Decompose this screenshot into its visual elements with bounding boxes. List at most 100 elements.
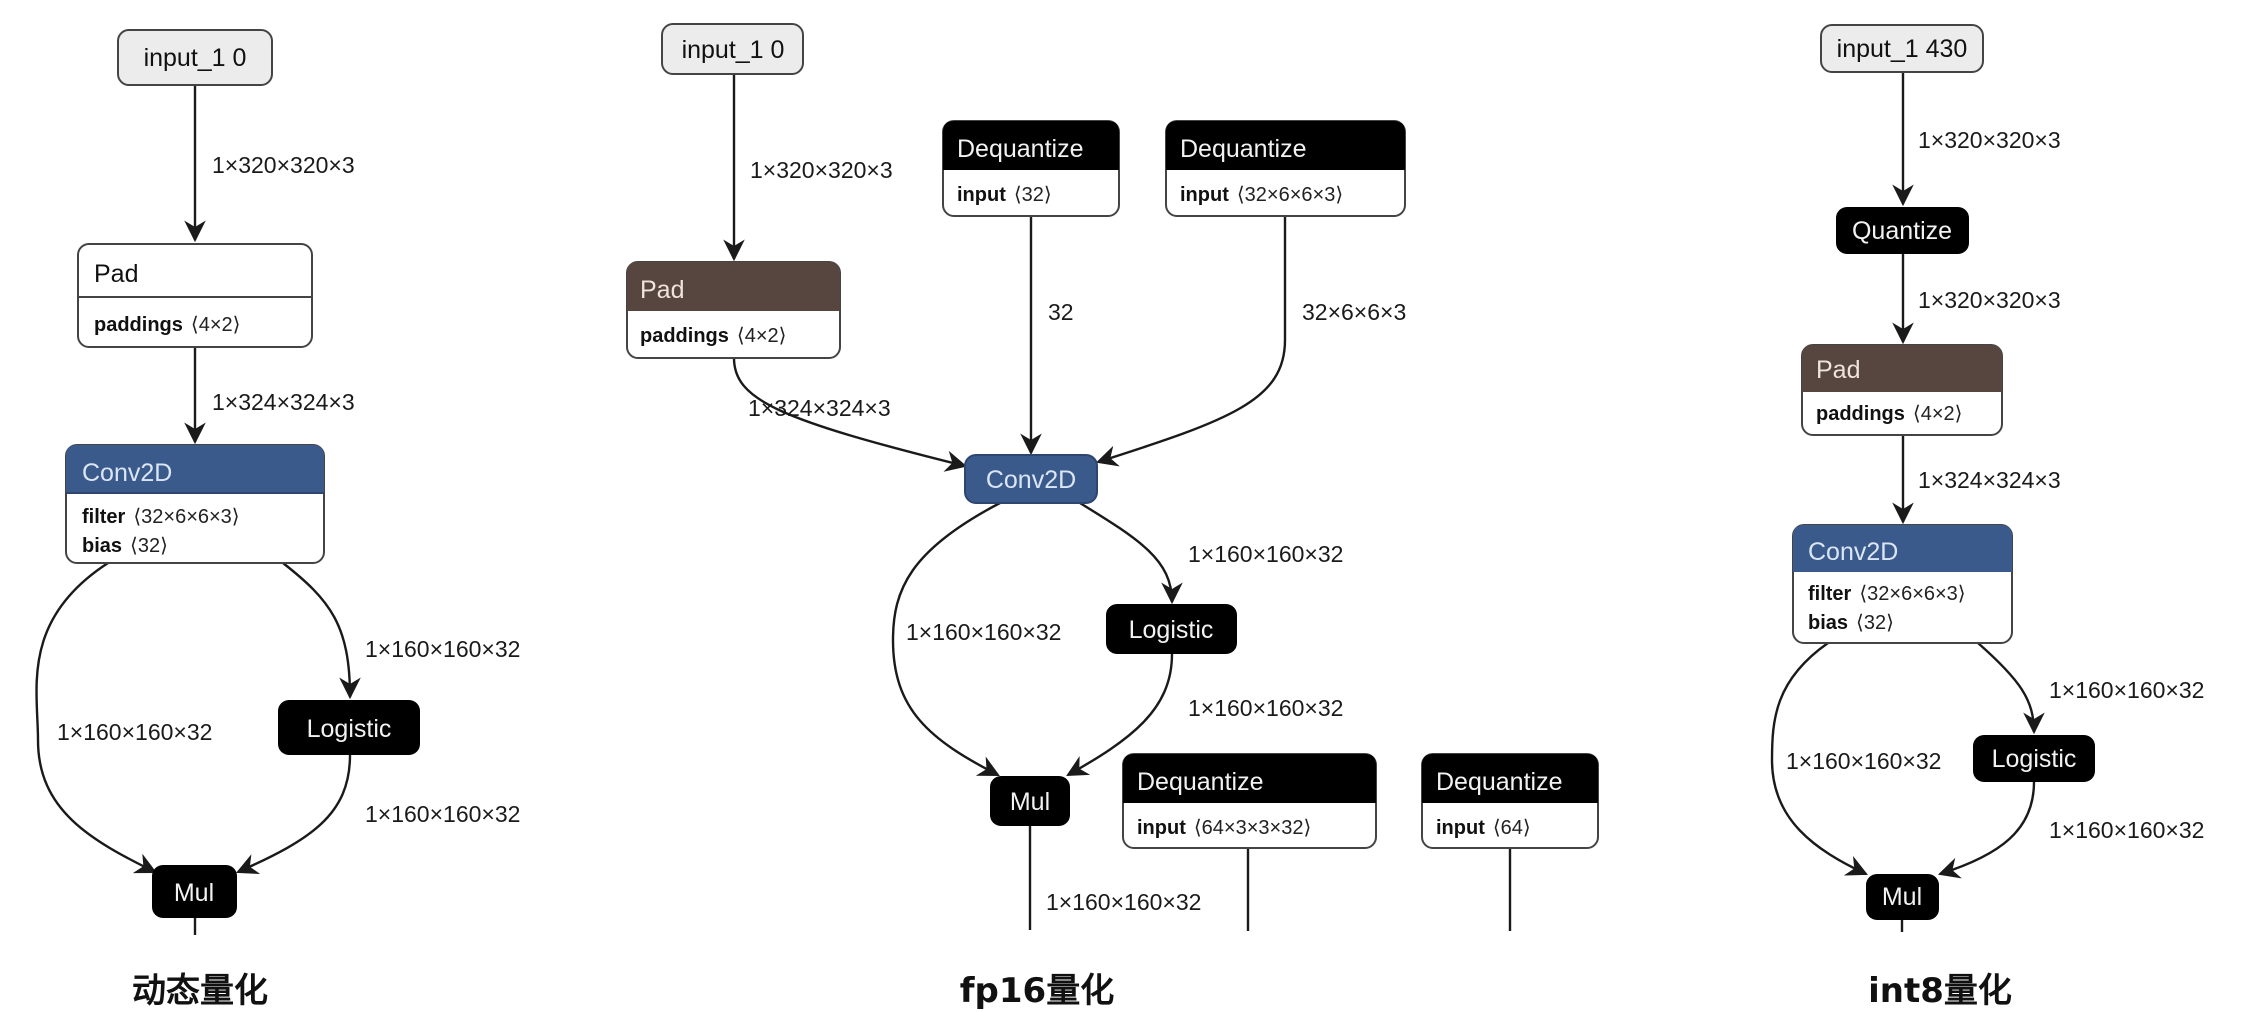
edge-label: 1×160×160×32 bbox=[57, 719, 212, 745]
node-dequantize-title: Dequantize bbox=[1436, 768, 1562, 796]
edge-label: 1×324×324×3 bbox=[1918, 467, 2061, 493]
svg-text:filter⟨32×6×6×3⟩: filter ⟨32×6×6×3⟩ bbox=[82, 506, 240, 528]
attr-key: filter bbox=[82, 506, 126, 528]
edge-conv-logistic bbox=[1977, 642, 2045, 735]
node-mul-label: Mul bbox=[1010, 788, 1050, 816]
edge-conv-mul bbox=[1770, 642, 1868, 876]
node-conv2d-title: Conv2D bbox=[82, 459, 172, 487]
node-input[interactable]: input_1 430 bbox=[1820, 24, 1984, 73]
attr-key: filter bbox=[1808, 583, 1852, 605]
node-dequantize[interactable]: Dequantize input ⟨64×3×3×32⟩ bbox=[1122, 753, 1377, 849]
edge-label: 1×160×160×32 bbox=[906, 619, 1061, 645]
edge-label: 1×160×160×32 bbox=[1046, 889, 1201, 915]
edge-label: 1×320×320×3 bbox=[1918, 127, 2061, 153]
svg-text:input⟨32⟩: input ⟨32⟩ bbox=[957, 184, 1052, 206]
node-pad-title: Pad bbox=[640, 276, 684, 304]
svg-text:filter⟨32×6×6×3⟩: filter ⟨32×6×6×3⟩ bbox=[1808, 583, 1966, 605]
node-logistic[interactable]: Logistic bbox=[1106, 604, 1237, 654]
node-pad-title: Pad bbox=[94, 260, 138, 288]
node-pad-title: Pad bbox=[1816, 356, 1860, 384]
panel-dynamic-quant: 1×320×320×3 1×324×324×3 1×160×160×32 1×1… bbox=[35, 29, 520, 1011]
node-logistic[interactable]: Logistic bbox=[278, 700, 420, 755]
edge-label: 1×160×160×32 bbox=[1188, 541, 1343, 567]
edge-logistic-mul bbox=[236, 754, 352, 874]
node-mul[interactable]: Mul bbox=[152, 865, 237, 918]
attr-val: ⟨32×6×6×3⟩ bbox=[1237, 184, 1343, 206]
node-input-label: input_1 430 bbox=[1837, 35, 1968, 63]
node-mul[interactable]: Mul bbox=[1866, 874, 1939, 920]
attr-key: paddings bbox=[640, 325, 729, 347]
edge-label: 1×160×160×32 bbox=[2049, 677, 2204, 703]
panel-caption: fp16量化 bbox=[960, 971, 1114, 1011]
node-quantize[interactable]: Quantize bbox=[1836, 207, 1969, 254]
edge-label: 32 bbox=[1048, 299, 1074, 325]
attr-val: ⟨32×6×6×3⟩ bbox=[1859, 583, 1965, 605]
edge-label: 1×324×324×3 bbox=[748, 395, 891, 421]
node-conv2d[interactable]: Conv2D filter ⟨32×6×6×3⟩ bias ⟨32⟩ bbox=[65, 444, 325, 564]
node-input[interactable]: input_1 0 bbox=[661, 23, 804, 75]
edge-conv-mul bbox=[891, 501, 1001, 777]
attr-val: ⟨4×2⟩ bbox=[737, 325, 787, 347]
node-mul[interactable]: Mul bbox=[990, 776, 1070, 826]
edge-conv-logistic bbox=[282, 562, 361, 700]
node-dequantize[interactable]: Dequantize input ⟨32×6×6×3⟩ bbox=[1165, 120, 1406, 217]
edge-label: 1×320×320×3 bbox=[212, 152, 355, 178]
edge-label: 1×160×160×32 bbox=[1188, 695, 1343, 721]
edge-deq2-conv bbox=[1095, 216, 1287, 467]
svg-text:paddings⟨4×2⟩: paddings ⟨4×2⟩ bbox=[640, 325, 786, 347]
edge-label: 1×160×160×32 bbox=[1786, 748, 1941, 774]
node-dequantize[interactable]: Dequantize input⟨64⟩ bbox=[1421, 753, 1599, 849]
panel-int8-quant: 1×320×320×3 1×320×320×3 1×324×324×3 1×16… bbox=[1770, 24, 2204, 1011]
svg-text:input⟨32×6×6×3⟩: input ⟨32×6×6×3⟩ bbox=[1180, 184, 1343, 206]
node-input-label: input_1 0 bbox=[144, 44, 247, 72]
edge-logistic-mul bbox=[1066, 653, 1174, 777]
panel-caption: int8量化 bbox=[1868, 971, 2012, 1011]
node-dequantize[interactable]: Dequantize input ⟨32⟩ bbox=[942, 120, 1120, 217]
attr-key: input bbox=[957, 184, 1006, 206]
attr-val: ⟨32⟩ bbox=[130, 535, 168, 557]
svg-text:paddings⟨4×2⟩: paddings⟨4×2⟩ bbox=[1816, 403, 1962, 425]
node-logistic[interactable]: Logistic bbox=[1973, 735, 2095, 782]
svg-text:bias⟨32⟩: bias⟨32⟩ bbox=[1808, 612, 1894, 634]
svg-text:paddings⟨4×2⟩: paddings⟨4×2⟩ bbox=[94, 314, 240, 336]
node-mul-label: Mul bbox=[1882, 883, 1922, 911]
panel-caption: 动态量化 bbox=[132, 971, 268, 1011]
edge-label: 32×6×6×3 bbox=[1302, 299, 1406, 325]
node-logistic-label: Logistic bbox=[307, 715, 392, 743]
attr-val: ⟨4×2⟩ bbox=[1913, 403, 1963, 425]
attr-key: input bbox=[1180, 184, 1229, 206]
node-conv2d[interactable]: Conv2D filter⟨32×6×6×3⟩ bias⟨32⟩ bbox=[1792, 524, 2013, 644]
node-pad[interactable]: Pad paddings ⟨4×2⟩ bbox=[626, 261, 841, 359]
edge-label: 1×160×160×32 bbox=[2049, 817, 2204, 843]
panel-fp16-quant: 1×320×320×3 1×324×324×3 32 32×6×6×3 1×16… bbox=[626, 23, 1599, 1011]
node-logistic-label: Logistic bbox=[1992, 745, 2077, 773]
node-dequantize-title: Dequantize bbox=[1137, 768, 1263, 796]
edge-label: 1×160×160×32 bbox=[365, 636, 520, 662]
node-conv2d[interactable]: Conv2D bbox=[964, 454, 1098, 504]
svg-text:input⟨64⟩: input⟨64⟩ bbox=[1436, 817, 1531, 839]
attr-val: ⟨32⟩ bbox=[1014, 184, 1052, 206]
attr-val: ⟨64×3×3×32⟩ bbox=[1194, 817, 1311, 839]
edge-label: 1×324×324×3 bbox=[212, 389, 355, 415]
node-input[interactable]: input_1 0 bbox=[117, 29, 273, 86]
node-input-label: input_1 0 bbox=[682, 36, 785, 64]
attr-key: bias bbox=[82, 535, 122, 557]
attr-key: paddings bbox=[94, 314, 183, 336]
attr-val: ⟨32×6×6×3⟩ bbox=[133, 506, 239, 528]
edge-label: 1×320×320×3 bbox=[1918, 287, 2061, 313]
node-dequantize-title: Dequantize bbox=[1180, 135, 1306, 163]
node-dequantize-title: Dequantize bbox=[957, 135, 1083, 163]
edge-logistic-mul bbox=[1937, 781, 2036, 879]
attr-val: ⟨32⟩ bbox=[1856, 612, 1894, 634]
edge-conv-mul bbox=[35, 561, 157, 874]
edge-label: 1×320×320×3 bbox=[750, 157, 893, 183]
node-pad[interactable]: Pad paddings⟨4×2⟩ bbox=[1801, 344, 2003, 436]
edge-conv-logistic bbox=[1079, 501, 1183, 605]
node-pad[interactable]: Pad paddings⟨4×2⟩ bbox=[77, 243, 313, 348]
attr-key: input bbox=[1137, 817, 1186, 839]
edge-label: 1×160×160×32 bbox=[365, 801, 520, 827]
attr-val: ⟨64⟩ bbox=[1493, 817, 1531, 839]
node-conv2d-title: Conv2D bbox=[986, 466, 1076, 494]
svg-text:bias⟨32⟩: bias ⟨32⟩ bbox=[82, 535, 168, 557]
